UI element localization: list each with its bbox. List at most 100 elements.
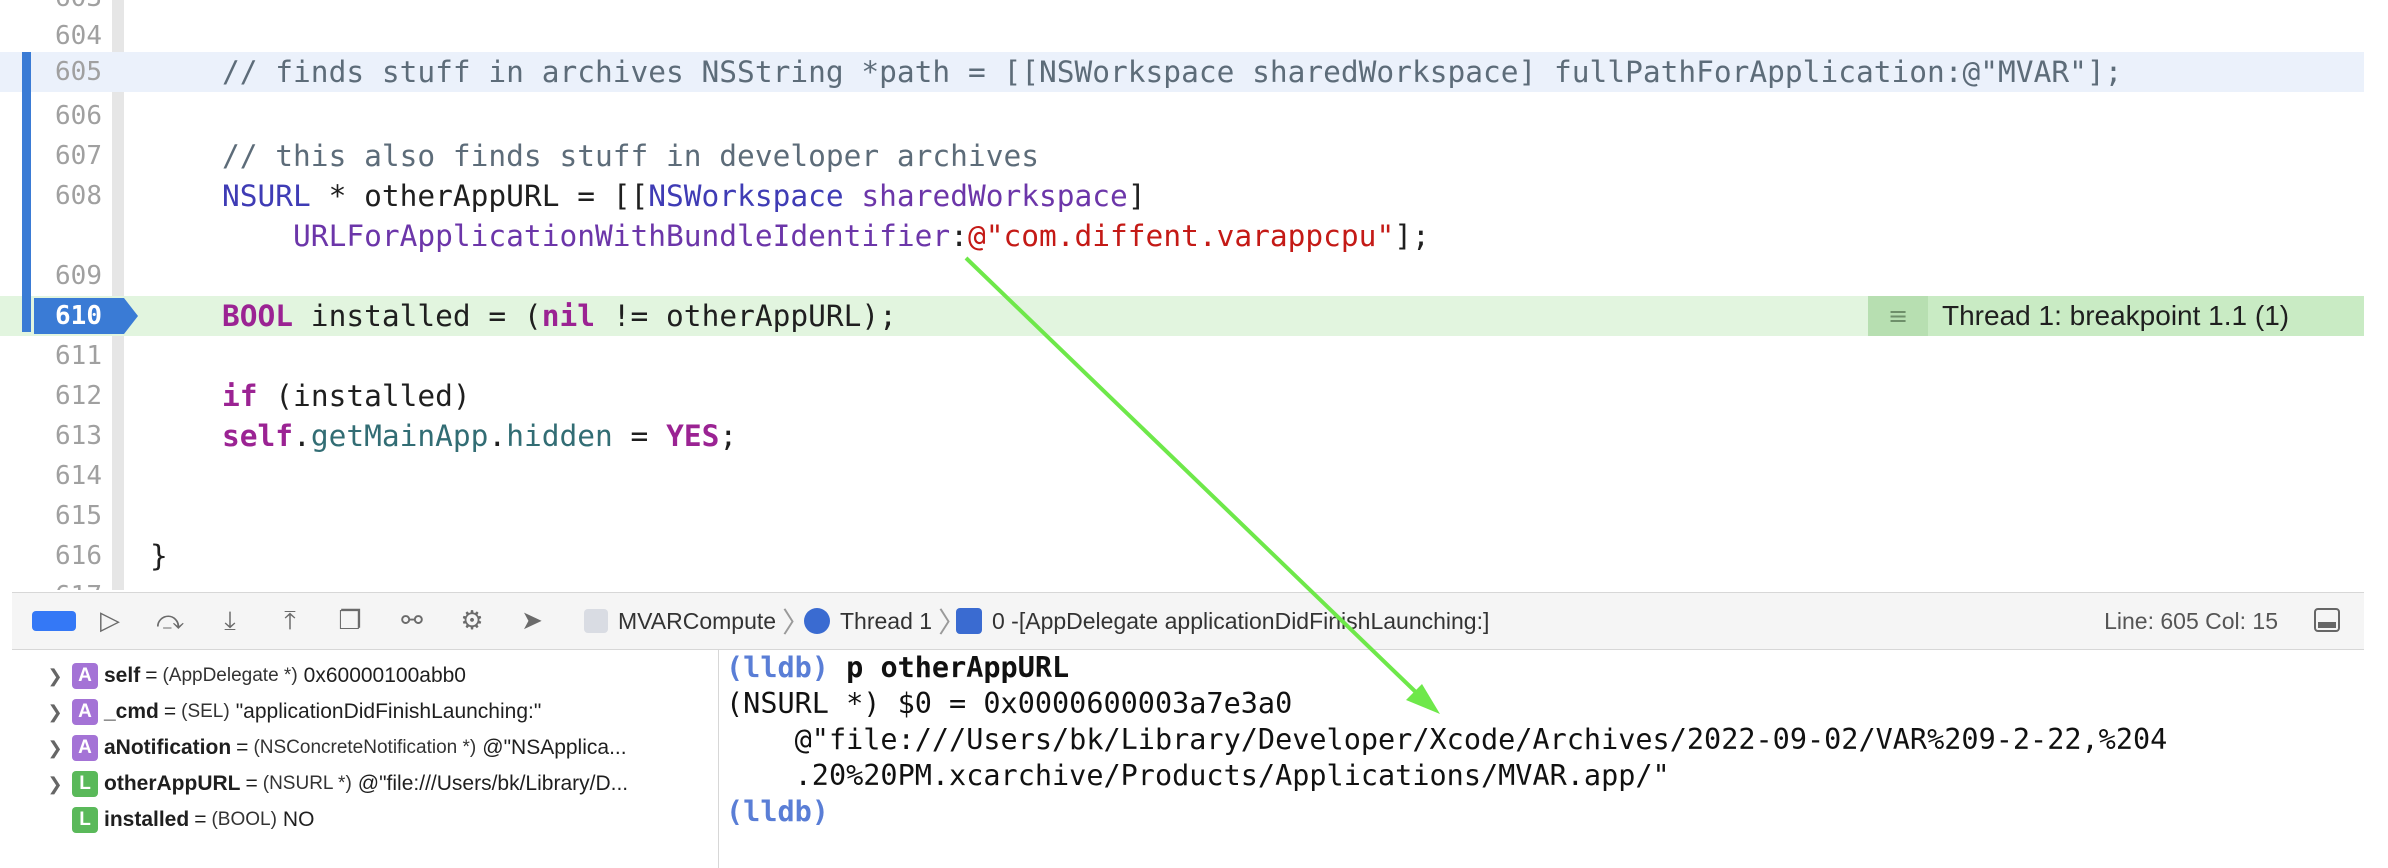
- memory-graph-icon[interactable]: ⚯: [401, 606, 423, 636]
- code-token: ;: [719, 419, 738, 453]
- variable-type: (NSConcreteNotification *): [253, 737, 477, 758]
- process-breadcrumb[interactable]: MVARCompute 〉: [584, 593, 816, 649]
- code-token: nil: [541, 299, 595, 333]
- breakpoints-toggle-icon[interactable]: [32, 611, 76, 631]
- code-token: NSWorkspace: [648, 179, 844, 213]
- disclosure-chevron-icon[interactable]: ❯: [47, 773, 63, 794]
- variable-type: (BOOL): [211, 809, 277, 830]
- equals-sign: =: [236, 736, 249, 759]
- line-number: 606: [55, 101, 102, 131]
- code-line[interactable]: 603: [0, 0, 2364, 18]
- thread-icon: [804, 608, 830, 634]
- disclosure-chevron-icon[interactable]: ❯: [47, 737, 63, 758]
- view-hierarchy-icon[interactable]: ❐: [338, 606, 362, 636]
- code-token: .: [488, 419, 507, 453]
- simulate-location-icon[interactable]: ➤: [521, 606, 543, 636]
- argument-badge-icon: A: [72, 663, 98, 689]
- equals-sign: =: [163, 700, 177, 723]
- app-icon: [584, 609, 608, 633]
- hide-debug-area-icon[interactable]: [2314, 608, 2340, 632]
- code-token: if: [222, 379, 258, 413]
- code-token: URLForApplicationWithBundleIdentifier: [222, 219, 951, 253]
- code-token: ]: [1127, 179, 1146, 213]
- code-token: YES: [666, 419, 720, 453]
- continue-icon[interactable]: ▷: [100, 606, 120, 636]
- code-line[interactable]: 614: [0, 456, 2364, 496]
- frame-breadcrumb[interactable]: 0 -[AppDelegate applicationDidFinishLaun…: [956, 593, 1489, 649]
- code-token: :: [950, 219, 968, 253]
- code-line[interactable]: 609: [0, 256, 2364, 296]
- variable-type: (NSURL *): [262, 773, 352, 794]
- variable-name: self: [104, 664, 141, 687]
- code-token: getMainApp: [310, 419, 489, 453]
- line-number: 609: [55, 261, 102, 291]
- change-bar: [22, 52, 31, 332]
- console-command: p otherAppURL: [846, 651, 1070, 684]
- argument-badge-icon: A: [72, 735, 98, 761]
- line-number: 607: [55, 141, 102, 171]
- step-over-icon[interactable]: ⤼: [156, 606, 184, 636]
- code-token: // this also finds stuff in developer ar…: [222, 139, 1039, 173]
- code-line[interactable]: 617: [0, 576, 2364, 590]
- gutter-separator: [112, 0, 124, 590]
- thread-breadcrumb[interactable]: Thread 1 〉: [804, 593, 972, 649]
- environment-overrides-icon[interactable]: ⚙: [460, 606, 484, 636]
- code-line[interactable]: 606: [0, 96, 2364, 136]
- list-icon[interactable]: ≡: [1868, 296, 1928, 336]
- variable-value: @"file:///Users/bk/Library/D...: [357, 772, 629, 795]
- code-text: }: [150, 536, 168, 576]
- disclosure-chevron-icon[interactable]: ❯: [47, 701, 63, 722]
- code-text: NSURL * otherAppURL = [[NSWorkspace shar…: [222, 176, 1146, 216]
- step-into-icon[interactable]: ⤓: [224, 606, 236, 636]
- code-token: (installed): [257, 379, 471, 413]
- code-token: }: [150, 539, 168, 573]
- frame-name: 0 -[AppDelegate applicationDidFinishLaun…: [992, 607, 1490, 634]
- code-line[interactable]: 611: [0, 336, 2364, 376]
- code-text: // this also finds stuff in developer ar…: [222, 136, 1039, 176]
- variable-value: NO: [282, 808, 315, 831]
- line-number: 605: [55, 57, 102, 87]
- equals-sign: =: [194, 808, 207, 831]
- equals-sign: =: [245, 772, 258, 795]
- variable-value: "applicationDidFinishLaunching:": [235, 700, 542, 723]
- variable-value: 0x60000100abb0: [303, 664, 466, 687]
- lldb-console[interactable]: (lldb) p otherAppURL (NSURL *) $0 = 0x00…: [726, 650, 2366, 868]
- console-output-line: @"file:///Users/bk/Library/Developer/Xco…: [726, 723, 2168, 756]
- source-editor[interactable]: 603 604 605 // finds stuff in archives NSSt…: [0, 0, 2388, 590]
- code-line[interactable]: 605 // finds stuff in archives NSString *…: [0, 52, 2364, 92]
- code-token: @"com.diffent.varappcpu": [967, 219, 1395, 253]
- breakpoint-annotation[interactable]: ≡Thread 1: breakpoint 1.1 (1): [1868, 296, 2364, 336]
- code-line[interactable]: 607 // this also finds stuff in developer…: [0, 136, 2364, 176]
- console-prompt: (lldb): [726, 651, 829, 684]
- code-line[interactable]: URLForApplicationWithBundleIdentifier:@"…: [0, 216, 2364, 256]
- code-token: NSURL: [222, 179, 311, 213]
- line-number: 615: [55, 501, 102, 531]
- code-line[interactable]: 615: [0, 496, 2364, 536]
- line-number: 616: [55, 541, 102, 571]
- variable-row[interactable]: ❯A_cmd=(SEL)"applicationDidFinishLaunchi…: [12, 694, 718, 730]
- line-number: 611: [55, 341, 102, 371]
- variable-type: (SEL): [181, 701, 230, 722]
- breakpoint-marker[interactable]: [34, 296, 140, 336]
- local-badge-icon: L: [72, 771, 98, 797]
- line-number: 604: [55, 21, 102, 51]
- code-line[interactable]: 616}: [0, 536, 2364, 576]
- process-name: MVARCompute: [618, 607, 777, 634]
- code-token: installed = (: [293, 299, 542, 333]
- step-out-icon[interactable]: ⤒: [284, 606, 296, 636]
- code-token: .: [293, 419, 311, 453]
- line-number: 617: [24, 576, 102, 590]
- console-output-line: (NSURL *) $0 = 0x0000600003a7e3a0: [726, 687, 1293, 720]
- code-line[interactable]: 604: [0, 16, 2364, 56]
- code-token: // finds stuff in archives NSString *pat…: [222, 55, 2123, 89]
- disclosure-chevron-icon[interactable]: ❯: [47, 665, 63, 686]
